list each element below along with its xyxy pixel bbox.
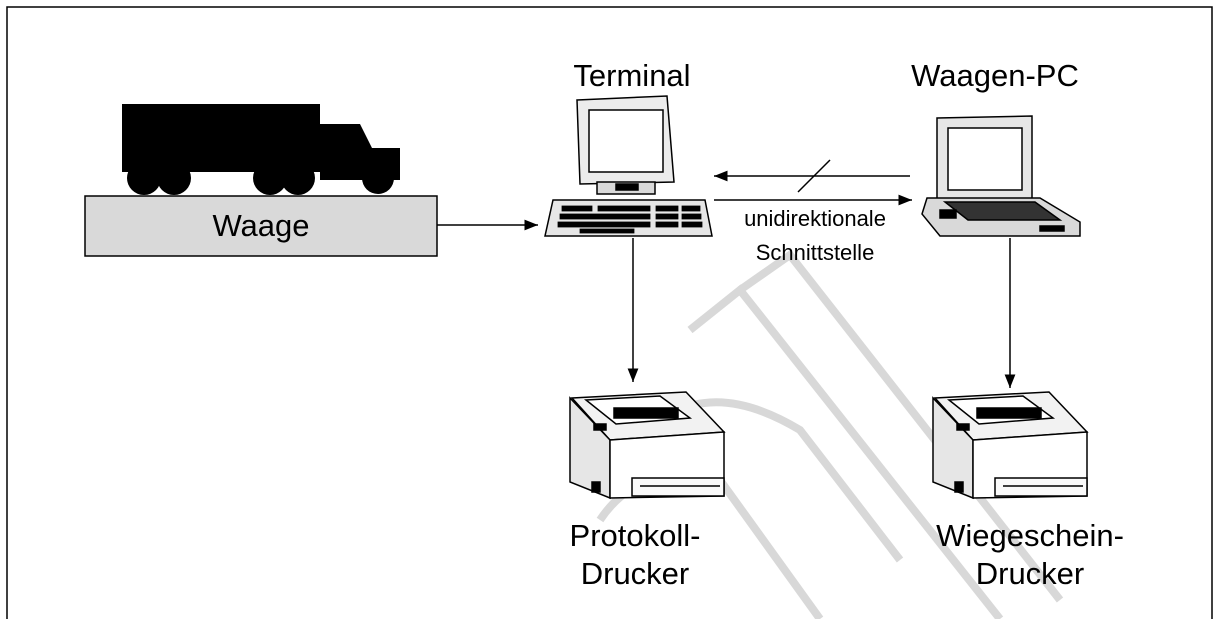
ticket-printer-label-line1: Wiegeschein-: [936, 518, 1124, 553]
scale-label: Waage: [212, 208, 310, 243]
protocol-printer-label-line1: Protokoll-: [569, 518, 701, 553]
diagram-frame: [6, 6, 1213, 619]
terminal-icon: [544, 95, 713, 237]
terminal-label: Terminal: [573, 58, 691, 93]
laptop-icon: [921, 115, 1081, 237]
ticket-printer-label-line2: Drucker: [975, 556, 1085, 591]
printer-icon: [569, 391, 726, 500]
printer-icon: [932, 391, 1089, 500]
truck-icon: [122, 104, 400, 195]
interface-slash: [797, 159, 831, 193]
interface-label-line2: Schnittstelle: [755, 240, 875, 265]
interface-label-line1: unidirektionale: [744, 206, 886, 231]
pc-label: Waagen-PC: [911, 58, 1079, 93]
protocol-printer-label-line2: Drucker: [580, 556, 690, 591]
scale-box: [84, 195, 438, 257]
